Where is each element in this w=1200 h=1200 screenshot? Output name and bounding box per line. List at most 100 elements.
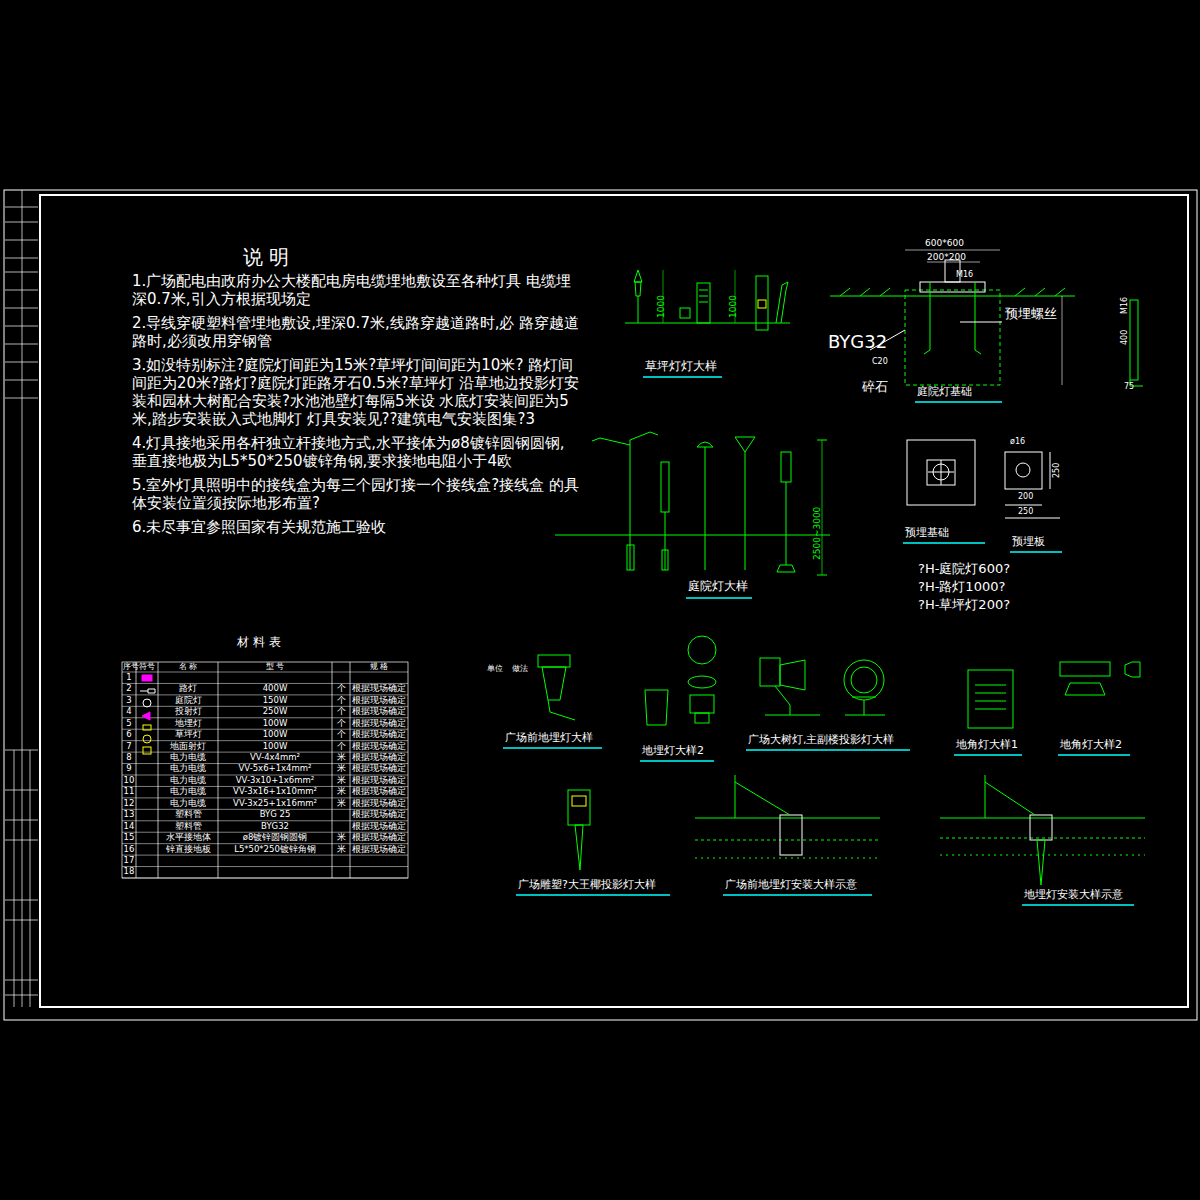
note-text: 4.灯具接地采用各杆独立杆接地方式,水平接体为ø8镀锌圆钢圆钢, 垂直接地极为L… [132, 434, 582, 470]
table-cell: 个 [337, 696, 346, 706]
table-cell: 电力电缆 [170, 776, 206, 786]
drawing-label: 做法 [512, 664, 528, 673]
table-cell: 序号 [123, 662, 139, 671]
drawing-label: 400 [1120, 330, 1129, 345]
table-cell: L5*50*250镀锌角钢 [234, 845, 316, 855]
drawing-label: ?H-路灯1000? [918, 580, 1005, 595]
drawing-label: 地埋灯大样2 [642, 745, 704, 758]
table-cell: 电力电缆 [170, 799, 206, 809]
table-cell: 投射灯 [175, 707, 202, 717]
drawing-label: 庭院灯基础 [917, 386, 972, 399]
table-cell: 11 [124, 787, 135, 797]
drawing-label: ?H-庭院灯600? [918, 562, 1010, 577]
drawing-label: 1000 [728, 295, 738, 318]
drawing-label: 75 [1124, 382, 1134, 391]
table-cell: 名 称 [179, 662, 198, 671]
table-cell: 9 [126, 764, 131, 774]
table-cell: 根据现场确定 [352, 684, 406, 694]
drawing-label: 单位 [487, 664, 503, 673]
notes-title: 说 明 [243, 246, 289, 269]
drawing-label: 2500~3000 [812, 507, 822, 560]
table-cell: 草坪灯 [175, 730, 202, 740]
table-cell: 型 号 [266, 662, 285, 671]
drawing-label: ?H-草坪灯200? [918, 598, 1010, 613]
table-cell: 个 [337, 684, 346, 694]
drawing-label: 200 [1018, 492, 1033, 501]
table-cell: 12 [124, 799, 135, 809]
table-cell: 13 [124, 810, 135, 820]
table-cell: 庭院灯 [175, 696, 202, 706]
table-cell: 2 [126, 684, 131, 694]
drawing-label: 250 [1052, 463, 1061, 478]
table-cell: 锌直接地板 [166, 845, 211, 855]
table-cell: 4 [126, 707, 131, 717]
drawing-label: BYG32 [828, 332, 887, 353]
table-cell: 100W [263, 742, 288, 752]
table-cell: 个 [337, 742, 346, 752]
table-cell: 地面射灯 [170, 742, 206, 752]
table-cell: 塑料管 [175, 822, 202, 832]
table-cell: VV-3x25+1x16mm² [233, 799, 317, 809]
table-cell: 米 [337, 787, 346, 797]
drawing-label: 预埋基础 [905, 527, 949, 540]
table-cell: 400W [263, 684, 288, 694]
note-text: 5.室外灯具照明中的接线盒为每三个园灯接一个接线盒?接线盒 的具体安装位置须按际… [132, 476, 582, 512]
table-cell: VV-3x10+1x6mm² [236, 776, 314, 786]
table-cell: 地埋灯 [175, 719, 202, 729]
drawing-label: 草坪灯灯大样 [645, 360, 717, 374]
table-cell: 15 [124, 833, 135, 843]
table-cell: 电力电缆 [170, 764, 206, 774]
table-rule [122, 672, 408, 673]
drawing-label: 广场前地埋灯大样 [505, 732, 593, 745]
drawing-label: M16 [1120, 297, 1129, 314]
table-cell: 根据现场确定 [352, 742, 406, 752]
table-cell: 根据现场确定 [352, 707, 406, 717]
table-cell: 个 [337, 707, 346, 717]
table-cell: BYG32 [261, 822, 289, 832]
table-cell: 5 [126, 719, 131, 729]
table-cell: 路灯 [179, 684, 197, 694]
table-cell: ø8镀锌圆钢圆钢 [243, 833, 308, 843]
table-cell: 100W [263, 730, 288, 740]
table-cell: BYG 25 [260, 810, 291, 820]
table-cell: VV-5x6+1x4mm² [239, 764, 312, 774]
table-cell: 个 [337, 730, 346, 740]
note-text: 3.如没特别标注?庭院灯间距为15米?草坪灯间间距为10米? 路灯间间距为20米… [132, 356, 582, 428]
drawing-label: 材 料 表 [237, 636, 281, 650]
table-cell: 规 格 [370, 662, 389, 671]
table-cell: 电力电缆 [170, 753, 206, 763]
table-cell: 8 [126, 753, 131, 763]
drawing-label: 庭院灯大样 [688, 580, 748, 594]
table-cell: 个 [337, 719, 346, 729]
table-cell: 米 [337, 833, 346, 843]
table-cell: 根据现场确定 [352, 845, 406, 855]
table-cell: 根据现场确定 [352, 753, 406, 763]
drawing-label: 碎石 [862, 380, 888, 395]
table-cell: 18 [124, 867, 135, 877]
table-cell: 电力电缆 [170, 787, 206, 797]
table-cell: 根据现场确定 [352, 696, 406, 706]
drawing-label: 广场大树灯,主副楼投影灯大样 [748, 734, 895, 747]
table-rule [122, 855, 408, 856]
table-cell: 1 [126, 673, 131, 683]
table-cell: 6 [126, 730, 131, 740]
drawing-label: C20 [872, 357, 888, 366]
table-cell: 根据现场确定 [352, 730, 406, 740]
note-text: 2.导线穿硬塑料管埋地敷设,埋深0.7米,线路穿越道路时,必 路穿越道路时,必须… [132, 314, 582, 350]
table-cell: 根据现场确定 [352, 822, 406, 832]
table-cell: 米 [337, 776, 346, 786]
table-cell: 根据现场确定 [352, 810, 406, 820]
table-cell: 16 [124, 845, 135, 855]
drawing-label: 广场雕塑?大王椰投影灯大样 [518, 879, 656, 892]
drawing-label: 广场前地埋灯安装大样示意 [725, 879, 857, 892]
drawing-label: 200*200 [927, 252, 966, 262]
table-cell: 7 [126, 742, 131, 752]
table-cell: 根据现场确定 [352, 719, 406, 729]
table-rule [122, 878, 408, 879]
table-cell: 根据现场确定 [352, 833, 406, 843]
table-cell: 符号 [139, 662, 155, 671]
drawing-label: ø16 [1010, 437, 1025, 446]
table-cell: 米 [337, 799, 346, 809]
note-text: 1.广场配电由政府办公大楼配电房电缆埋地敷设至各种灯具 电缆埋深0.7米,引入方… [132, 272, 582, 308]
